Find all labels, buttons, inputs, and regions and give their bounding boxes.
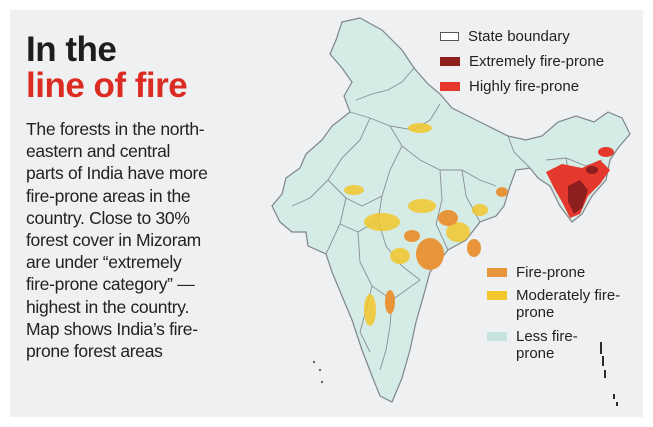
state-boundary-swatch — [440, 32, 459, 41]
legend-label-fire-prone: Fire-prone — [516, 264, 586, 281]
legend-less-fire-prone: Less fire- prone — [487, 328, 578, 362]
legend-state-boundary: State boundary — [440, 28, 570, 45]
title-line-2: line of fire — [26, 66, 188, 105]
extremely-fire-prone-swatch — [440, 57, 460, 66]
less-fire-prone-swatch — [487, 332, 507, 341]
legend-label-less: Less fire- prone — [516, 328, 578, 362]
andaman-nicobar-islands — [600, 342, 618, 406]
moderately-fire-prone-swatch — [487, 291, 507, 300]
fire-prone-areas — [385, 187, 508, 314]
description-text: The forests in the north- eastern and ce… — [26, 119, 208, 362]
legend-extremely-fire-prone: Extremely fire-prone — [440, 53, 604, 70]
legend-highly-fire-prone: Highly fire-prone — [440, 78, 579, 95]
legend-label-moderately: Moderately fire- prone — [516, 287, 621, 321]
fire-prone-swatch — [487, 268, 507, 277]
infographic-frame: In the line of fire The forests in the n… — [10, 10, 643, 417]
lakshadweep-islands — [312, 360, 324, 384]
title-line-1: In the — [26, 30, 117, 69]
india-map — [271, 17, 631, 406]
legend-moderately-fire-prone: Moderately fire- prone — [487, 287, 620, 321]
legend-label-highly: Highly fire-prone — [469, 78, 580, 95]
legend-label-state-boundary: State boundary — [468, 28, 570, 45]
highly-fire-prone-swatch — [440, 82, 460, 91]
legend-label-extremely: Extremely fire-prone — [469, 53, 605, 70]
extremely-fire-prone-areas — [568, 166, 598, 214]
legend-fire-prone: Fire-prone — [487, 264, 585, 281]
moderately-fire-prone-areas — [344, 123, 488, 326]
